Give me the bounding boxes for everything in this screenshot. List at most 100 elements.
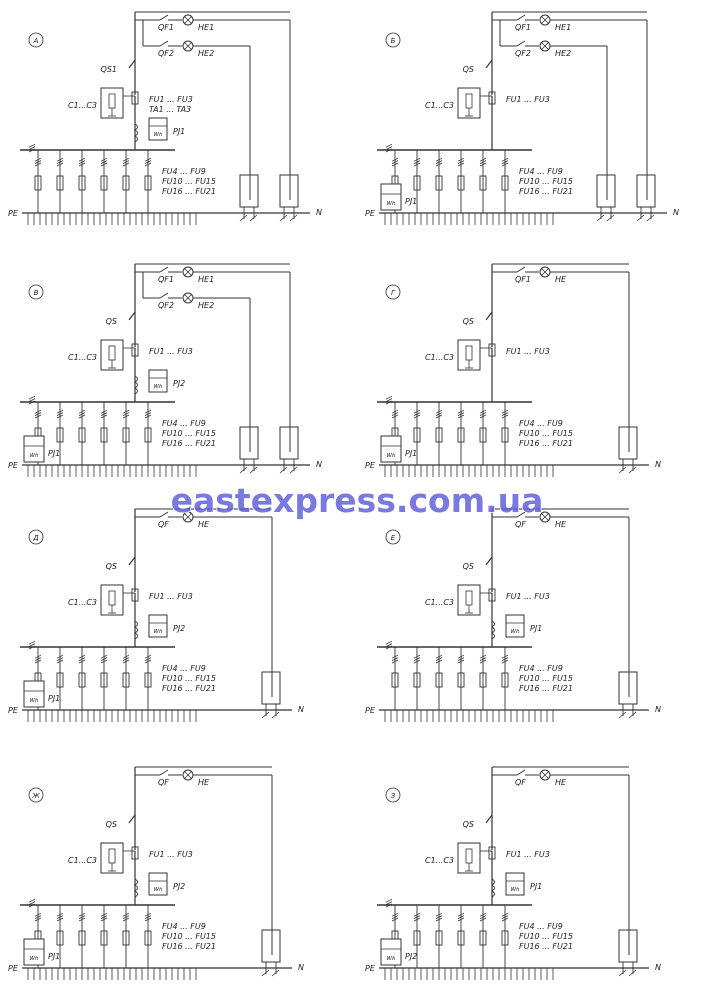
feeder-fuse-label: FU4 ... FU9 <box>162 922 206 931</box>
phase-mark <box>413 409 421 414</box>
feeder-fuse <box>56 672 64 688</box>
terminal-mark <box>618 969 627 977</box>
phase-mark <box>34 917 42 922</box>
phase-mark <box>122 659 130 664</box>
meter-bottom <box>23 938 45 966</box>
phase-mark <box>413 160 421 164</box>
terminal-mark <box>636 214 645 222</box>
pe-label: PE <box>365 209 376 218</box>
feeder-fuse <box>501 175 509 191</box>
load-box <box>596 174 616 208</box>
phase-mark <box>479 657 487 661</box>
phase-mark <box>391 912 399 917</box>
pe-label: PE <box>8 461 19 470</box>
phase-mark <box>385 901 393 905</box>
phase-mark <box>100 414 108 419</box>
switch-label: QS <box>106 820 117 829</box>
phase-mark <box>56 414 64 419</box>
phase-mark <box>144 409 152 414</box>
phase-mark <box>391 414 399 419</box>
phase-mark <box>122 409 130 414</box>
phase-mark <box>100 160 108 164</box>
n-label: N <box>655 963 661 972</box>
phase-mark <box>144 412 152 416</box>
phase-mark <box>391 915 399 919</box>
phase-mark <box>457 412 465 416</box>
phase-mark <box>413 657 421 661</box>
phase-mark <box>100 412 108 416</box>
meter-wh-label: Wh <box>30 453 39 459</box>
variant-letter: В <box>34 289 39 297</box>
phase-mark <box>100 657 108 661</box>
phase-mark <box>435 157 443 162</box>
switch-label: QS <box>463 317 474 326</box>
phase-mark <box>391 409 399 414</box>
phase-mark <box>78 654 86 659</box>
feeder-fuse <box>435 175 443 191</box>
phase-mark <box>28 645 36 650</box>
phase-mark <box>385 148 393 153</box>
feeder-fuse <box>56 427 64 443</box>
phase-mark <box>479 162 487 167</box>
main-switch <box>485 556 493 566</box>
feeder-fuse <box>78 672 86 688</box>
phase-mark <box>56 912 64 917</box>
meter-bottom <box>23 435 45 463</box>
phase-mark <box>413 659 421 664</box>
phase-mark <box>34 412 42 416</box>
phase-mark <box>501 409 509 414</box>
phase-mark <box>28 901 36 905</box>
terminal-mark <box>261 711 270 719</box>
capacitor-label: C1...C3 <box>68 101 97 110</box>
current-transformer-icon <box>134 375 138 395</box>
terminal-mark <box>606 214 615 222</box>
meter-label: PJ1 <box>530 624 542 633</box>
arrester-icon <box>465 848 473 864</box>
variant-circle <box>28 787 44 803</box>
terminal-mark <box>628 969 637 977</box>
phase-mark <box>457 654 465 659</box>
meter-label: PJ1 <box>530 882 542 891</box>
lamp-label: HE2 <box>198 49 214 58</box>
terminal-mark <box>289 214 298 222</box>
breaker-contact <box>516 40 526 47</box>
feeder-fuse-label: FU16 ... FU21 <box>162 439 216 448</box>
phase-mark <box>122 917 130 922</box>
phase-mark <box>479 659 487 664</box>
phase-mark <box>435 659 443 664</box>
feeder-fuse <box>56 930 64 946</box>
surge-arrester-box <box>100 584 124 616</box>
phase-mark <box>413 414 421 419</box>
phase-mark <box>391 657 399 661</box>
meter-label: PJ2 <box>173 882 185 891</box>
phase-mark <box>78 657 86 661</box>
variant-letter: З <box>391 792 396 800</box>
feeder-fuse <box>122 672 130 688</box>
phase-mark <box>501 912 509 917</box>
arrester-icon <box>465 345 473 361</box>
meter-label: PJ2 <box>173 379 185 388</box>
phase-mark <box>457 657 465 661</box>
feeder-fuse-label: FU4 ... FU9 <box>519 922 563 931</box>
meter-label: PJ1 <box>48 694 60 703</box>
phase-mark <box>385 898 393 903</box>
feeder-fuse <box>144 427 152 443</box>
feeder-fuse-label: FU4 ... FU9 <box>162 167 206 176</box>
terminal-mark <box>618 711 627 719</box>
variant-circle <box>28 32 44 48</box>
load-box <box>636 174 656 208</box>
surge-arrester-box <box>457 584 481 616</box>
variant-circle <box>385 32 401 48</box>
phase-mark <box>122 162 130 167</box>
feeder-fuse-label: FU10 ... FU15 <box>162 177 216 186</box>
phase-mark <box>28 148 36 153</box>
meter-bottom <box>380 183 402 211</box>
lamp-cross <box>541 16 549 24</box>
arrester-icon <box>108 345 116 361</box>
variant-circle <box>385 529 401 545</box>
phase-mark <box>144 162 152 167</box>
phase-mark <box>385 640 393 645</box>
capacitor-label: C1...C3 <box>425 856 454 865</box>
phase-mark <box>413 654 421 659</box>
main-switch <box>485 814 493 824</box>
